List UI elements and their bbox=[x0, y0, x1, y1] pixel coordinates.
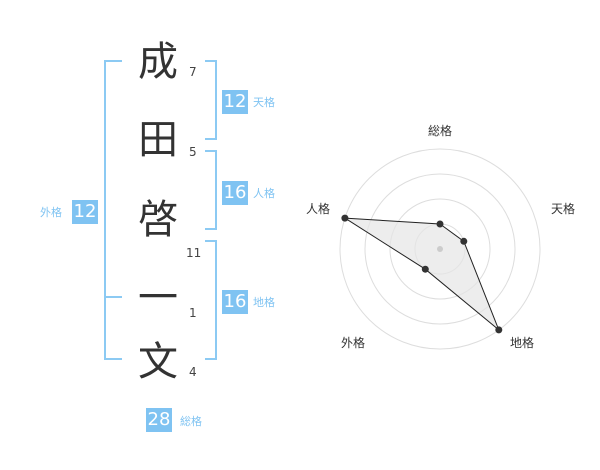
jinkaku-value: 16 bbox=[222, 181, 248, 205]
stroke-count-1: 7 bbox=[189, 65, 197, 79]
jinkaku-bracket bbox=[205, 150, 217, 230]
name-char-5: 文 bbox=[138, 339, 178, 385]
tenkaku-value: 12 bbox=[222, 90, 248, 114]
stroke-count-4: 1 bbox=[189, 306, 197, 320]
radar-axis-label-tenkaku: 天格 bbox=[551, 202, 576, 216]
name-char-4: 一 bbox=[138, 275, 178, 321]
jinkaku-label: 人格 bbox=[253, 187, 275, 200]
gaikaku-label: 外格 bbox=[40, 206, 62, 219]
stroke-count-2: 5 bbox=[189, 145, 197, 159]
name-char-3: 啓 bbox=[138, 197, 178, 243]
radar-ring-3 bbox=[364, 173, 516, 325]
chikaku-label: 地格 bbox=[253, 296, 275, 309]
radar-axis-label-soukaku: 総格 bbox=[428, 124, 453, 138]
tenkaku-bracket bbox=[205, 60, 217, 140]
radar-point-4 bbox=[341, 214, 349, 222]
radar-point-3 bbox=[421, 265, 429, 273]
radar-axis-label-jinkaku: 人格 bbox=[306, 202, 331, 216]
radar-axis-label-chikaku: 地格 bbox=[510, 336, 535, 350]
radar-point-0 bbox=[436, 220, 444, 228]
name-char-2: 田 bbox=[138, 117, 178, 163]
radar-polygon bbox=[344, 217, 500, 331]
gaikaku-bracket-lower bbox=[104, 296, 122, 360]
name-char-1: 成 bbox=[138, 39, 178, 85]
radar-ring-4 bbox=[339, 148, 541, 350]
soukaku-label: 総格 bbox=[180, 415, 202, 428]
chikaku-value: 16 bbox=[222, 290, 248, 314]
tenkaku-label: 天格 bbox=[253, 96, 275, 109]
radar-points bbox=[341, 214, 503, 334]
radar-center bbox=[437, 246, 443, 252]
chikaku-bracket bbox=[205, 240, 217, 360]
radar-rings bbox=[339, 148, 541, 350]
radar-axis-label-gaikaku: 外格 bbox=[341, 336, 366, 350]
gaikaku-value: 12 bbox=[72, 200, 98, 224]
radar-ring-2 bbox=[389, 198, 491, 300]
radar-point-2 bbox=[495, 326, 503, 334]
stroke-count-5: 4 bbox=[189, 365, 197, 379]
stroke-count-3: 11 bbox=[186, 246, 202, 260]
soukaku-value: 28 bbox=[146, 408, 172, 432]
radar-point-1 bbox=[460, 237, 468, 245]
